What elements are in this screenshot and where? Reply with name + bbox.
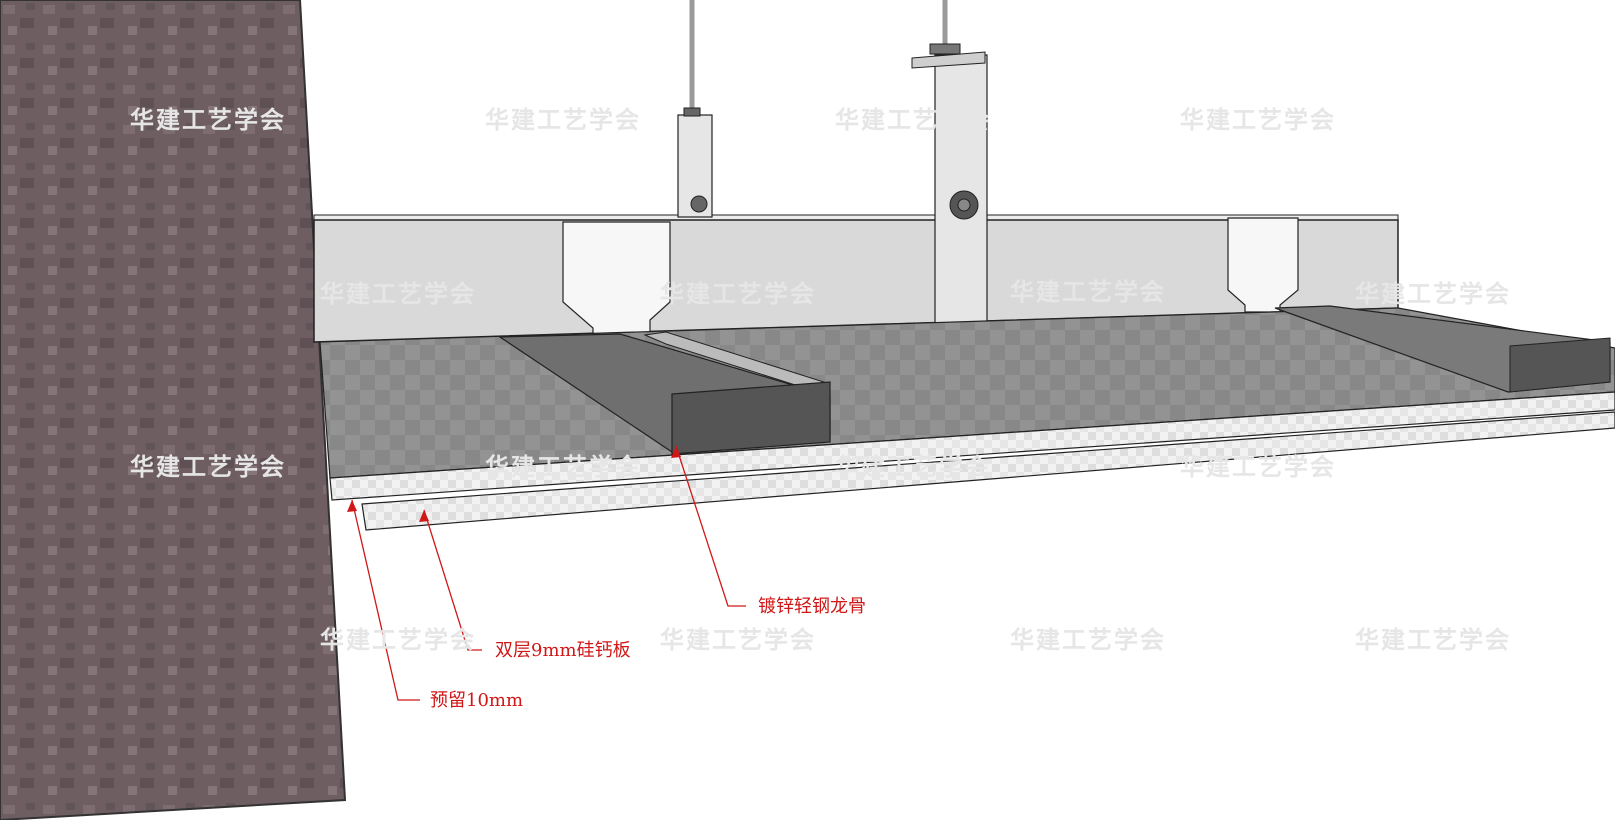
watermark: 华建工艺学会 bbox=[1180, 106, 1336, 134]
watermark: 华建工艺学会 bbox=[130, 453, 286, 481]
label-silicon-calcium-board: 双层9mm硅钙板 bbox=[495, 640, 631, 661]
watermark: 华建工艺学会 bbox=[485, 453, 641, 481]
watermark: 华建工艺学会 bbox=[660, 626, 816, 654]
watermark: 华建工艺学会 bbox=[485, 106, 641, 134]
watermark: 华建工艺学会 bbox=[660, 280, 816, 308]
watermark: 华建工艺学会 bbox=[1010, 278, 1166, 306]
watermark: 华建工艺学会 bbox=[835, 453, 991, 481]
watermark: 华建工艺学会 bbox=[835, 106, 991, 134]
label-reserved-gap: 预留10mm bbox=[430, 690, 524, 711]
main-keel-notch-right bbox=[1227, 217, 1299, 313]
leader-keel bbox=[675, 445, 746, 607]
hanger-bolt-left bbox=[690, 195, 708, 213]
watermark: 华建工艺学会 bbox=[320, 626, 476, 654]
watermark: 华建工艺学会 bbox=[1180, 453, 1336, 481]
board-layer-2-edge bbox=[361, 411, 1615, 531]
watermark: 华建工艺学会 bbox=[130, 106, 286, 134]
label-galvanized-keel: 镀锌轻钢龙骨 bbox=[758, 596, 866, 617]
leader-gap bbox=[351, 499, 420, 701]
watermark: 华建工艺学会 bbox=[1355, 626, 1511, 654]
concrete-wall bbox=[0, 0, 347, 820]
board-layer-1-edge bbox=[329, 391, 1615, 501]
watermark: 华建工艺学会 bbox=[1355, 280, 1511, 308]
leader-board bbox=[423, 509, 482, 651]
watermark: 华建工艺学会 bbox=[320, 280, 476, 308]
cross-keel-channel bbox=[671, 381, 831, 455]
watermark: 华建工艺学会 bbox=[1010, 626, 1166, 654]
